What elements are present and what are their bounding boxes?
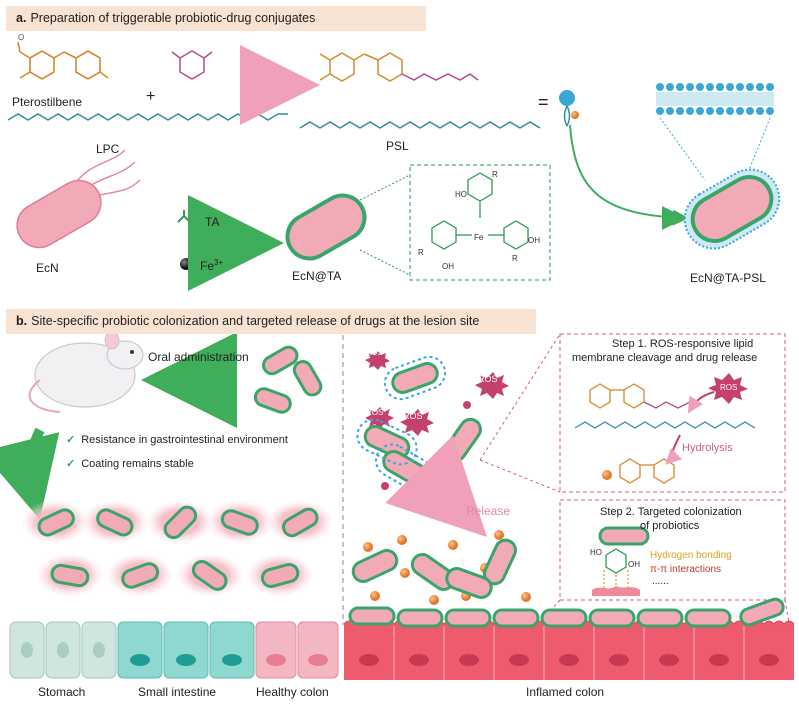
ros-label-4: ROS <box>403 411 423 421</box>
pi-pi-label: π-π interactions <box>650 564 722 575</box>
step1-line1: Step 1. ROS-responsive lipid <box>612 338 754 350</box>
healthy-colon-tissue <box>255 621 339 679</box>
complex-r-left: R <box>418 248 424 257</box>
complex-oh-left: OH <box>442 262 454 271</box>
stomach-label: Stomach <box>38 685 86 699</box>
ta-label: TA <box>205 215 220 229</box>
ros-label-1: ROS <box>367 350 383 357</box>
step1-ros-burst <box>708 373 748 404</box>
inflamed-colon-tissue <box>343 597 795 680</box>
released-drugs <box>351 477 612 605</box>
panel-a-letter: a. <box>16 11 27 25</box>
equals-sign: = <box>538 92 549 112</box>
colon-probiotics-healthy <box>21 500 334 597</box>
panel-b-header: b.Site-specific probiotic colonization a… <box>6 309 536 334</box>
assembly-arrow <box>569 124 689 226</box>
step2-ho-label: HO <box>590 548 602 557</box>
ros-bursts <box>365 351 509 491</box>
ros-label-2: ROS <box>478 374 498 384</box>
plus-sign: + <box>146 88 156 105</box>
check-item-resistance: ✓Resistance in gastrointestinal environm… <box>66 434 288 446</box>
hydrolysis-arrow <box>665 434 683 465</box>
fe-label: Fe3+ <box>200 258 224 273</box>
check-item-coating: ✓Coating remains stable <box>66 458 194 470</box>
stomach-tissue <box>9 621 117 679</box>
svg-text:O: O <box>18 33 24 42</box>
lipid-bilayer <box>656 83 774 181</box>
ecn-ta-psl-label: EcN@TA-PSL <box>690 271 766 285</box>
ta-fe-complex-structure <box>431 172 529 250</box>
pterostilbene-structure <box>17 41 109 80</box>
step1-box <box>559 333 786 493</box>
complex-r-top: R <box>492 170 498 179</box>
step2-line1: Step 2. Targeted colonization <box>600 506 742 518</box>
ecn-bacterium <box>16 149 141 249</box>
step2-oh-label: OH <box>628 560 640 569</box>
psl-structure <box>299 52 541 129</box>
small-intestine-tissue <box>117 621 255 679</box>
check-icon: ✓ <box>66 458 76 470</box>
lipid-icon <box>559 90 579 127</box>
release-arrow <box>385 435 487 537</box>
more-interactions-label: ...... <box>652 576 669 587</box>
ros-label-3: ROS <box>366 408 384 417</box>
panel-a-header: a.Preparation of triggerable probiotic-d… <box>6 6 426 31</box>
step2-probiotic <box>598 526 650 546</box>
release-label: Release <box>466 504 511 518</box>
transit-arrow <box>0 427 60 520</box>
panel-a-title: Preparation of triggerable probiotic-dru… <box>30 11 316 25</box>
psl-label: PSL <box>386 139 409 153</box>
step1-psl-structure <box>574 383 756 484</box>
ta-fe-complex-box <box>409 164 551 281</box>
panel-b-letter: b. <box>16 314 28 328</box>
panel-b-title: Site-specific probiotic colonization and… <box>31 314 480 328</box>
healthy-colon-label: Healthy colon <box>256 685 329 699</box>
complex-r-right: R <box>512 254 518 263</box>
ecn-label: EcN <box>36 261 59 275</box>
ecn-ta-psl-bacterium <box>683 168 781 250</box>
mouse-illustration <box>28 330 144 413</box>
complex-ho-top: HO <box>455 190 467 199</box>
step1-line2: membrane cleavage and drug release <box>572 352 758 364</box>
ecn-ta-label: EcN@TA <box>292 269 342 283</box>
ta-icon <box>177 210 197 230</box>
check-icon: ✓ <box>66 434 76 446</box>
complex-oh-right: OH <box>528 236 540 245</box>
step2-catechol-structure <box>605 548 627 574</box>
pterostilbene-label: Pterostilbene <box>12 95 83 109</box>
step2-line2: of probiotics <box>640 520 700 532</box>
thiodiglycolic-anhydride-structure <box>171 50 213 80</box>
hydrolysis-label: Hydrolysis <box>682 442 733 454</box>
fe-ion-icon <box>180 258 192 270</box>
ecn-ta-bacterium <box>285 193 367 261</box>
lpc-structure <box>7 113 288 121</box>
step1-ros-label: ROS <box>720 383 738 392</box>
small-intestine-label: Small intestine <box>138 685 217 699</box>
inflamed-colon-label: Inflamed colon <box>526 685 605 699</box>
step2-box <box>559 499 786 601</box>
oral-probiotic-group <box>253 345 323 414</box>
oral-administration-label: Oral administration <box>148 350 249 364</box>
step2-binding-lines <box>603 570 629 588</box>
lpc-label: LPC <box>96 142 120 156</box>
complex-fe: Fe <box>474 233 484 242</box>
step2-tissue <box>592 586 640 596</box>
hydrogen-bonding-label: Hydrogen bonding <box>650 550 732 561</box>
